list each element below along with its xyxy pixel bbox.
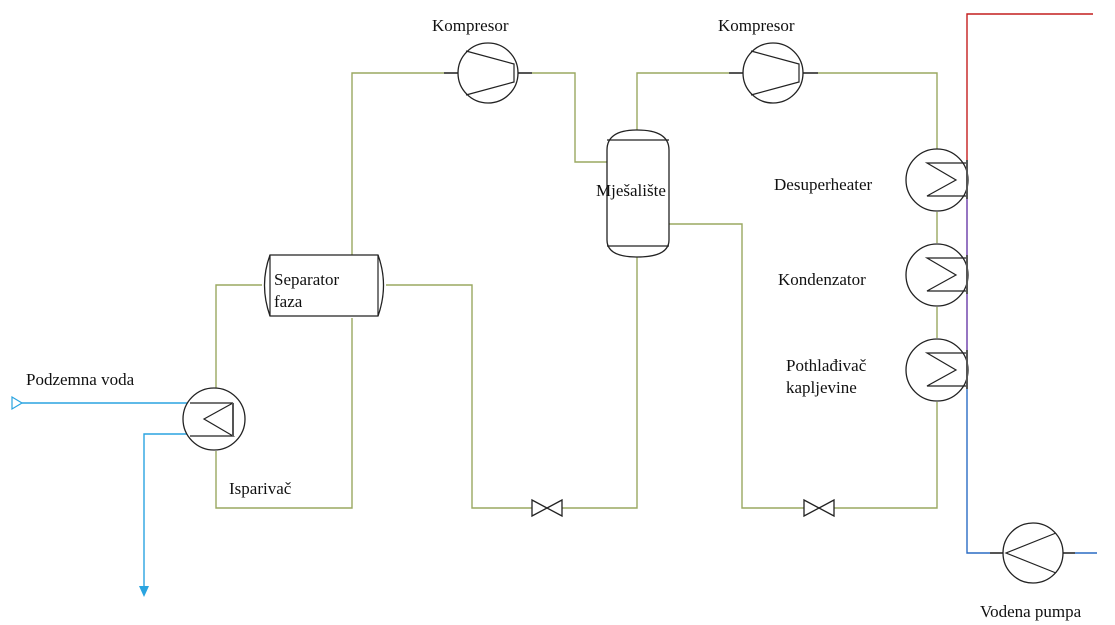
- subcooler-label-line1: Pothlađivač: [786, 356, 867, 375]
- desuperheater-label: Desuperheater: [774, 175, 873, 194]
- expansion-valve-2: [803, 498, 835, 518]
- separator-to-compressor1-line: [351, 72, 444, 255]
- separator-to-valve1-line: [386, 284, 532, 509]
- water-pump: [990, 522, 1075, 584]
- compressor2-to-desuperheater-line: [818, 72, 938, 149]
- separator-label-line2: faza: [274, 292, 303, 311]
- evaporator-label: Isparivač: [229, 479, 292, 498]
- condenser-label: Kondenzator: [778, 270, 866, 289]
- subcooler-to-valve2-line: [834, 402, 938, 509]
- mixer-vessel: [606, 129, 670, 258]
- compressor-1-symbol: [465, 50, 515, 96]
- hot-water-outlet-line: [966, 13, 1093, 163]
- evaporator-to-separator-line: [215, 284, 262, 392]
- groundwater-label: Podzemna voda: [26, 370, 135, 389]
- compressor-2-label: Kompresor: [718, 16, 795, 35]
- compressor-2: [729, 42, 818, 104]
- water-pipes: [11, 13, 1097, 597]
- compressor-2-symbol: [750, 50, 800, 96]
- valve1-to-mixer-line: [562, 255, 638, 509]
- water-return-line: [966, 385, 1003, 554]
- condenser-exchanger: [905, 243, 969, 307]
- compressor-1-label: Kompresor: [432, 16, 509, 35]
- mixer-to-compressor2-line: [636, 72, 729, 140]
- evaporator-return-line: [215, 318, 353, 509]
- groundwater-inlet-arrow: [11, 395, 24, 411]
- expansion-valve-1: [531, 498, 563, 518]
- desuperheater-exchanger: [905, 148, 969, 212]
- evaporator-exchanger: [182, 387, 246, 451]
- groundwater-outlet-line: [143, 433, 190, 588]
- water-pump-symbol: [1004, 532, 1057, 574]
- refrigerant-pipes: [215, 72, 938, 509]
- water-pump-label: Vodena pumpa: [980, 602, 1082, 621]
- mixer-label: Mješalište: [596, 181, 666, 200]
- compressor1-to-mixer-line: [532, 72, 607, 163]
- groundwater-outlet-arrow: [139, 586, 149, 597]
- subcooler-exchanger: [905, 338, 969, 402]
- separator-label-line1: Separator: [274, 270, 339, 289]
- subcooler-label-line2: kapljevine: [786, 378, 857, 397]
- separator-vessel: [263, 254, 385, 317]
- valve2-to-mixer-line: [669, 223, 804, 509]
- compressor-1: [444, 42, 532, 104]
